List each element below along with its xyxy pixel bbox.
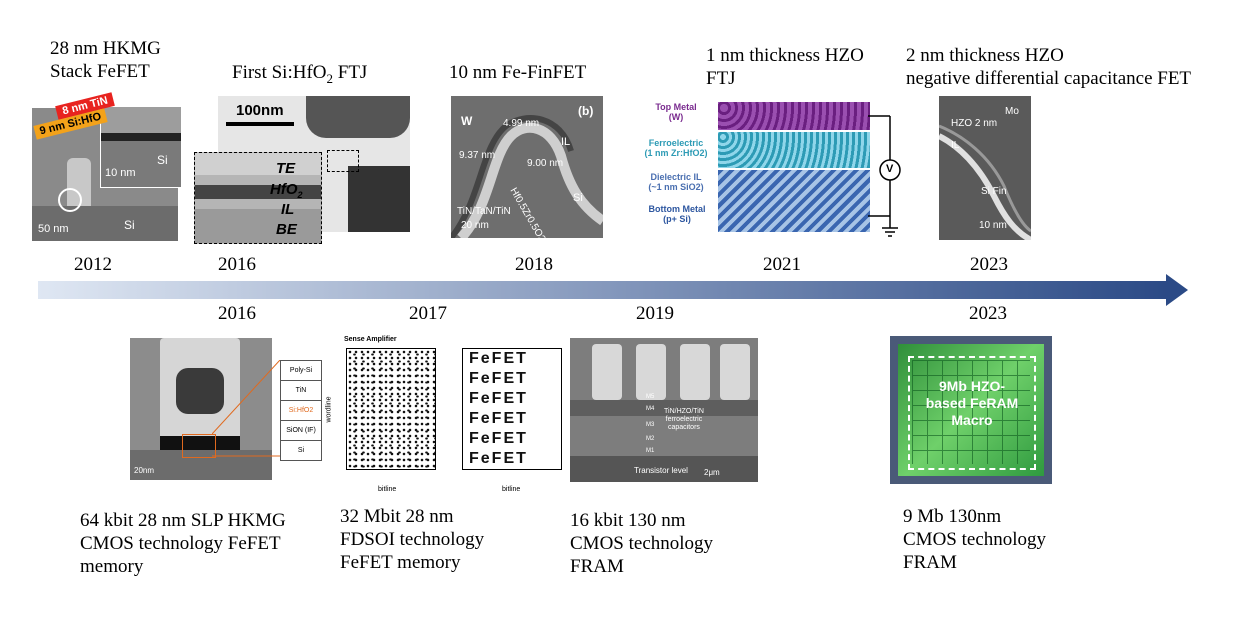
si-label: Si (573, 192, 583, 204)
dim-2-label: 9.37 nm (459, 150, 496, 161)
top-metal-label: Top Metal (W) (655, 102, 697, 122)
caption-2023-ncfet: 2 nm thickness HZO negative differential… (906, 45, 1192, 89)
scale-label: 100nm (236, 102, 284, 119)
stack-label: TiN/TaN/TiN (457, 206, 511, 217)
year-2021: 2021 (763, 254, 801, 275)
tem-image-2018: W (b) 4.99 nm 9.37 nm 9.00 nm IL Hf0.5Zr… (451, 96, 603, 238)
si-label: Si (124, 218, 135, 232)
layer-stack-2016: Poly-Si TiN Si:HfO2 SiON (IF) Si (280, 360, 322, 461)
scale-label: 50 nm (38, 223, 69, 235)
caption-2018-finfet: 10 nm Fe-FinFET (449, 62, 587, 83)
year-2017: 2017 (409, 303, 447, 324)
capacitors-label: TiN/HZO/TiN ferroelectric capacitors (664, 408, 704, 431)
year-2023-bottom: 2023 (969, 303, 1007, 324)
si-fin-label: Si Fin (981, 186, 1007, 197)
bitmap-row: FeFET (469, 350, 528, 367)
m1-label: M1 (646, 448, 655, 454)
hfo2-label: HfO2 (270, 181, 303, 200)
il-label: IL (281, 201, 295, 218)
caption-2012-hkmg: 28 nm HKMG Stack FeFET (50, 38, 161, 82)
w-label: W (461, 114, 473, 128)
bitmap-row: FeFET (469, 370, 528, 387)
caption-2017-fefet-memory: 32 Mbit 28 nm FDSOI technology FeFET mem… (340, 506, 485, 573)
m5-label: M5 (646, 394, 655, 400)
caption-2016-ftj: First Si:HfO2 FTJ (232, 61, 367, 90)
caption-2016-ftj-sub: 2 (326, 70, 334, 86)
scale-label: 20 nm (461, 220, 489, 231)
m3-label: M3 (646, 422, 655, 428)
bitmap-row: FeFET (469, 390, 528, 407)
voltage-label: V (886, 163, 894, 175)
te-label: TE (276, 160, 296, 177)
year-2016-bottom: 2016 (218, 303, 256, 324)
caption-2021-ftj: 1 nm thickness HZO FTJ (706, 45, 864, 89)
macro-label: 9Mb HZO- based FeRAM Macro (925, 378, 1019, 428)
be-label: BE (276, 221, 297, 238)
sense-amp-label: Sense Amplifier (344, 336, 397, 343)
tem-inset-2012: Si 10 nm (100, 106, 182, 188)
caption-2023-fram: 9 Mb 130nm CMOS technology FRAM (903, 506, 1047, 573)
year-2018: 2018 (515, 254, 553, 275)
caption-2016-fefet-memory: 64 kbit 28 nm SLP HKMG CMOS technology F… (80, 510, 286, 577)
bitmap-row: FeFET (469, 430, 528, 447)
scale-inset-label: 10 nm (105, 167, 136, 179)
mo-label: Mo (1005, 106, 1019, 117)
layer-poly-si: Poly-Si (281, 361, 321, 381)
bitmap-random-2017: Sense Amplifier wordline bitline (322, 336, 442, 496)
bitline-label-2: bitline (502, 486, 521, 493)
tem-image-2023: Mo HZO 2 nm IL Si Fin 10 nm (939, 96, 1031, 240)
scale-label: 20nm (134, 466, 155, 475)
ferro-label: Ferroelectric (1 nm Zr:HfO2) (644, 138, 708, 158)
timeline-arrow (38, 274, 1188, 306)
si-inset-label: Si (157, 153, 168, 167)
wordline-label: wordline (325, 396, 333, 423)
stack-callout-lines (212, 360, 281, 457)
zoom-box-outline (327, 150, 359, 172)
layer-tin: TiN (281, 381, 321, 401)
caption-2016-ftj-main: First Si:HfO (232, 62, 327, 83)
bitline-label: bitline (378, 486, 397, 493)
m4-label: M4 (646, 406, 655, 412)
layer-sion: SiON (IF) (281, 421, 321, 441)
hzo-label: HZO 2 nm (951, 118, 998, 129)
layer-si-hfo2: Si:HfO2 (281, 401, 321, 421)
year-2023-top: 2023 (970, 254, 1008, 275)
dielectric-label: Dielectric IL (~1 nm SiO2) (648, 172, 704, 192)
year-2019: 2019 (636, 303, 674, 324)
atomic-model-2021: Top Metal (W) Ferroelectric (1 nm Zr:HfO… (640, 100, 910, 240)
panel-b-label: (b) (578, 104, 594, 118)
bitmap-row: FeFET (469, 450, 528, 467)
die-photo-2023: 9Mb HZO- based FeRAM Macro (890, 336, 1052, 484)
caption-2019-fram: 16 kbit 130 nm CMOS technology FRAM (570, 510, 714, 577)
dim-1-label: 4.99 nm (503, 118, 540, 129)
sem-image-2019-fram: TiN/HZO/TiN ferroelectric capacitors Tra… (570, 338, 758, 482)
il-label: IL (561, 136, 571, 148)
bitmap-fefet-2017: FeFET FeFET FeFET FeFET FeFET FeFET bitl… (452, 336, 564, 496)
caption-2016-ftj-tail: FTJ (333, 62, 368, 83)
sem-image-2016-fefet: 20nm (130, 338, 272, 480)
layer-si: Si (297, 447, 305, 454)
year-2016-top: 2016 (218, 254, 256, 275)
bitmap-row: FeFET (469, 410, 528, 427)
scale-label: 2μm (704, 468, 720, 477)
scale-label: 10 nm (979, 220, 1007, 231)
dim-3-label: 9.00 nm (527, 158, 564, 169)
tem-zoom-2016 (194, 152, 322, 244)
year-2012: 2012 (74, 254, 112, 275)
m2-label: M2 (646, 436, 655, 442)
hfo2-text: HfO (270, 181, 298, 198)
bottom-metal-label: Bottom Metal (p+ Si) (648, 204, 706, 224)
il-label: IL (951, 140, 960, 151)
transistor-level-label: Transistor level (634, 466, 688, 475)
